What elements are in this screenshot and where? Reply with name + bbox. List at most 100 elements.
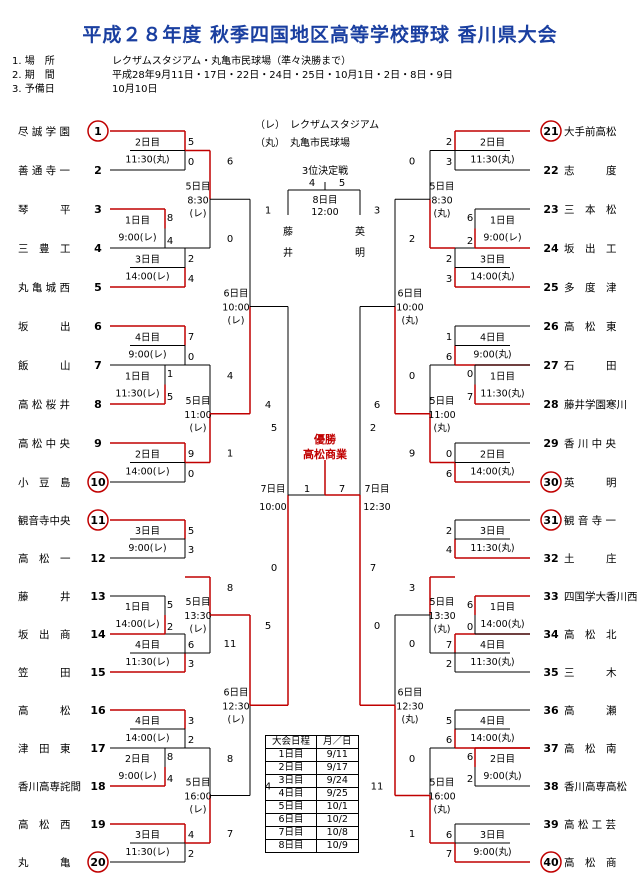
team-name: 高 瀬 bbox=[564, 704, 617, 717]
score: 0 bbox=[446, 449, 452, 460]
team-name: 高 松 西 bbox=[18, 818, 71, 831]
match-day: 8日目 bbox=[312, 195, 337, 206]
score: 4 bbox=[227, 371, 233, 382]
score: 5 bbox=[446, 716, 452, 727]
match-time: 9:00(レ) bbox=[128, 350, 166, 361]
team-name: 飯 山 bbox=[18, 359, 71, 372]
match-day: 4日目 bbox=[135, 640, 160, 651]
team-number: 7 bbox=[94, 359, 102, 372]
match-time: 14:00(丸) bbox=[470, 732, 514, 744]
score: 1 bbox=[227, 449, 233, 460]
score: 0 bbox=[188, 157, 194, 168]
score: 3 bbox=[446, 274, 452, 285]
match-time: 11:30(丸) bbox=[470, 154, 514, 166]
team-number: 15 bbox=[90, 666, 105, 679]
team-name: 多 度 津 bbox=[564, 281, 617, 294]
seed-circle bbox=[87, 509, 109, 531]
team-number: 37 bbox=[543, 742, 558, 755]
score: 4 bbox=[265, 400, 271, 411]
team-number: 31 bbox=[543, 514, 558, 527]
match-day: 3日目 bbox=[135, 830, 160, 841]
match-day: 3日目 bbox=[480, 830, 505, 841]
score: 3 bbox=[374, 205, 380, 216]
match-time: 16:00 bbox=[428, 792, 455, 803]
team-name: 志 度 bbox=[564, 164, 617, 177]
team-number: 6 bbox=[94, 320, 102, 333]
match-day: 3日目 bbox=[480, 255, 505, 266]
score: 6 bbox=[446, 469, 452, 480]
team-number: 4 bbox=[94, 242, 102, 255]
team-name: 笠 田 bbox=[18, 666, 71, 679]
score: 7 bbox=[227, 829, 233, 840]
match-day: 7日目 bbox=[260, 484, 285, 495]
score: 2 bbox=[467, 236, 473, 247]
match-time: 11:30(丸) bbox=[470, 542, 514, 554]
match-day: 2日目 bbox=[125, 754, 150, 765]
team-name: 高 松 一 bbox=[18, 552, 71, 565]
team-name: 観 音 寺 一 bbox=[564, 514, 617, 527]
match-venue: (レ) bbox=[228, 316, 245, 327]
seed-circle bbox=[540, 471, 562, 493]
match-venue: (丸) bbox=[434, 207, 451, 219]
score: 5 bbox=[167, 392, 173, 403]
match-day: 6日目 bbox=[223, 687, 248, 698]
seed-circle bbox=[87, 120, 109, 142]
match-day: 6日目 bbox=[223, 289, 248, 300]
team-number: 23 bbox=[543, 203, 558, 216]
match-day: 1日目 bbox=[125, 372, 150, 383]
score: 0 bbox=[188, 352, 194, 363]
match-venue: (レ) bbox=[190, 423, 207, 434]
match-day: 5日目 bbox=[429, 396, 454, 407]
team-name: 三 本 松 bbox=[564, 203, 617, 216]
match-venue: (レ) bbox=[190, 805, 207, 816]
score: 4 bbox=[188, 830, 194, 841]
score: 6 bbox=[188, 640, 194, 651]
schedule-header-date: 月／日 bbox=[316, 735, 359, 749]
match-time: 9:00(丸) bbox=[483, 770, 521, 782]
third-place-team: 英 bbox=[355, 225, 365, 238]
team-number: 5 bbox=[94, 281, 102, 294]
team-number: 1 bbox=[94, 125, 102, 138]
score: 0 bbox=[271, 563, 277, 574]
third-place-team: 井 bbox=[283, 246, 293, 259]
score: 11 bbox=[371, 782, 384, 793]
third-place-team: 明 bbox=[355, 247, 365, 259]
match-time: 8:30 bbox=[187, 195, 208, 206]
team-number: 40 bbox=[543, 856, 559, 869]
match-day: 4日目 bbox=[480, 716, 505, 727]
team-name: 高 松 中 央 bbox=[18, 437, 71, 450]
team-number: 29 bbox=[543, 437, 558, 450]
score: 2 bbox=[188, 849, 194, 860]
team-name: 津 田 東 bbox=[18, 742, 71, 755]
champion-team: 高松商業 bbox=[303, 447, 348, 461]
match-day: 6日目 bbox=[397, 687, 422, 698]
champion-label: 優勝 bbox=[313, 432, 337, 446]
score: 9 bbox=[409, 449, 415, 460]
match-time: 13:30 bbox=[428, 611, 455, 622]
score: 5 bbox=[339, 178, 345, 189]
score: 0 bbox=[409, 157, 415, 168]
team-number: 26 bbox=[543, 320, 559, 333]
score: 2 bbox=[446, 137, 452, 148]
match-venue: (レ) bbox=[228, 714, 245, 725]
team-name: 英 明 bbox=[564, 476, 617, 489]
match-day: 5日目 bbox=[185, 597, 210, 608]
score: 6 bbox=[467, 752, 473, 763]
match-day: 5日目 bbox=[185, 396, 210, 407]
match-day: 3日目 bbox=[480, 526, 505, 537]
seed-circle bbox=[87, 851, 109, 873]
score: 2 bbox=[188, 735, 194, 746]
seed-circle bbox=[540, 851, 562, 873]
team-number: 21 bbox=[543, 125, 558, 138]
score: 7 bbox=[467, 392, 473, 403]
score: 9 bbox=[188, 449, 194, 460]
team-number: 8 bbox=[94, 398, 102, 411]
score: 6 bbox=[374, 400, 380, 411]
match-time: 9:00(レ) bbox=[128, 543, 166, 554]
page-title: 平成２８年度 秋季四国地区高等学校野球 香川県大会 bbox=[82, 24, 558, 46]
team-number: 16 bbox=[90, 704, 106, 717]
team-name: 香 川 中 央 bbox=[564, 437, 617, 450]
